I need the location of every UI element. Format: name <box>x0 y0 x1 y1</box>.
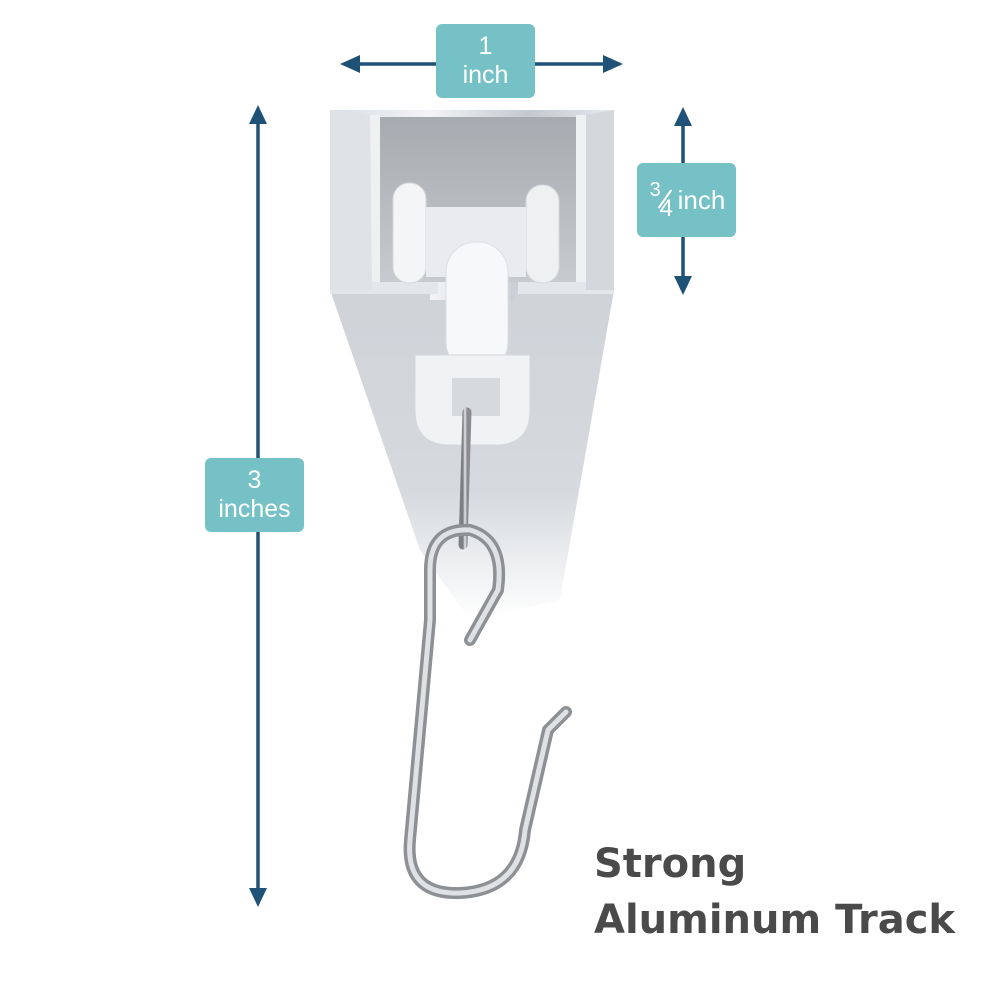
s-hook <box>403 407 572 900</box>
fraction-denominator: 4 <box>659 195 673 222</box>
caption-line-2: Aluminum Track <box>594 897 956 943</box>
depth-unit: inch <box>677 184 726 215</box>
fraction-glyph: 3 4 <box>648 178 678 222</box>
height-dimension-label: 3 inches <box>205 458 304 532</box>
height-value: 3 <box>247 466 262 494</box>
depth-dimension-label: 3 4 inch <box>637 163 736 237</box>
height-unit: inches <box>218 495 291 523</box>
width-dimension-label: 1 inch <box>436 24 535 98</box>
caption-line-1: Strong <box>594 841 747 887</box>
width-value: 1 <box>478 32 493 60</box>
depth-fraction: 3 4 inch <box>648 178 726 222</box>
width-unit: inch <box>462 61 509 89</box>
roller-carrier <box>392 182 560 446</box>
fraction-numerator: 3 <box>649 179 661 201</box>
